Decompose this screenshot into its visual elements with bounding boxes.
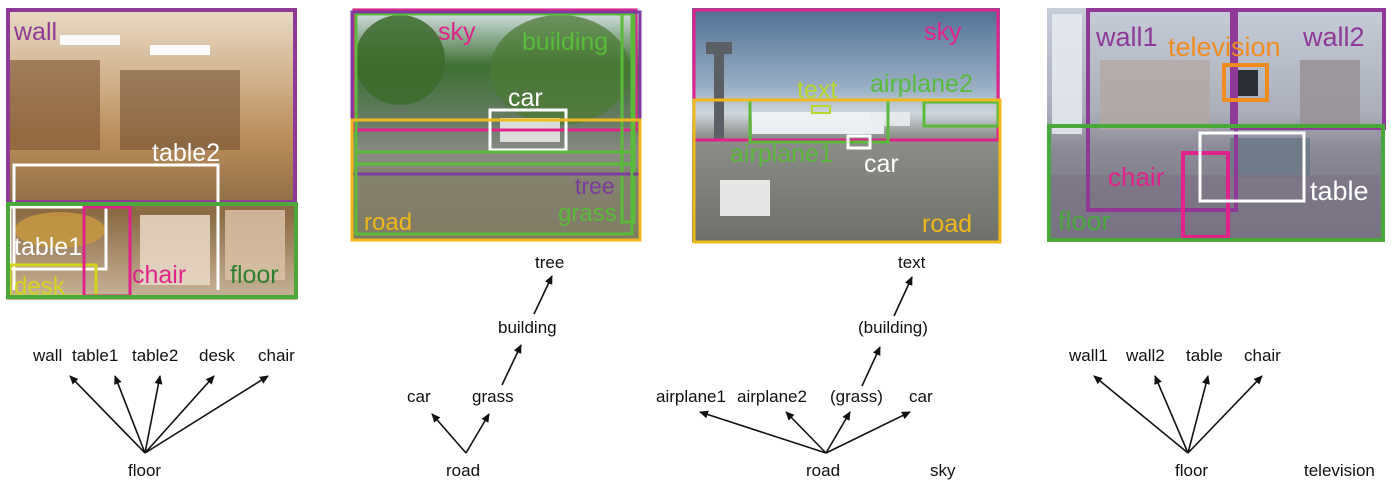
node-table2: table2 (132, 346, 178, 365)
node-wall1: wall1 (1068, 346, 1108, 365)
panel-street: sky building car tree grass road (350, 8, 642, 242)
node-road: road (446, 461, 480, 480)
edge-road-car (431, 413, 467, 454)
label-road: road (364, 209, 412, 236)
label-airplane2: airplane2 (870, 70, 973, 98)
label-chair: chair (1108, 162, 1165, 192)
box-floor (1047, 124, 1385, 242)
label-wall: wall (13, 18, 57, 46)
box-road (350, 118, 642, 242)
label-floor: floor (230, 261, 279, 289)
edge-road-airplane1 (699, 410, 827, 454)
node-chair: chair (1244, 346, 1281, 365)
label-floor: floor (1058, 206, 1111, 236)
node-sky: sky (930, 461, 956, 480)
node-airplane2: airplane2 (737, 387, 807, 406)
box-tree (350, 10, 642, 176)
label-tree: tree (575, 173, 615, 199)
edge-road-grass (825, 411, 851, 454)
node-wall2: wall2 (1125, 346, 1165, 365)
node-television: television (1304, 461, 1375, 480)
edge-road-car (825, 411, 911, 454)
box-sky (692, 8, 1000, 142)
edge-floor-desk (144, 375, 215, 454)
photo-bookstore (6, 8, 297, 300)
label-chair: chair (132, 261, 186, 289)
label-building: building (522, 28, 608, 56)
edge-floor-wall1 (1093, 375, 1189, 454)
label-sky: sky (924, 18, 962, 46)
node-airplane1: airplane1 (656, 387, 726, 406)
label-television: television (1168, 32, 1281, 62)
edge-road-grass (465, 413, 490, 454)
node-tree: tree (535, 253, 564, 272)
box-car (846, 134, 872, 150)
box-television (1222, 63, 1269, 102)
edge-floor-table2 (144, 375, 163, 454)
panel-bookstore: wall table2 table1 desk chair floor (6, 8, 298, 300)
box-table (1198, 131, 1306, 203)
label-table: table (1310, 176, 1369, 206)
tree-bookstore: wall table1 table2 desk chair floor (32, 346, 295, 480)
node-chair: chair (258, 346, 295, 365)
box-airplane2 (922, 100, 1000, 128)
edge-grass-building (861, 346, 881, 387)
box-floor (6, 202, 298, 299)
label-wall2: wall2 (1302, 22, 1365, 52)
label-table2: table2 (152, 139, 220, 167)
label-airplane1: airplane1 (730, 140, 833, 168)
node-car: car (909, 387, 933, 406)
box-grass (354, 150, 634, 236)
box-text (811, 105, 831, 114)
edge-floor-wall (69, 375, 146, 454)
label-sky: sky (438, 18, 476, 46)
tree-street: tree building car grass road (407, 253, 564, 480)
tree-livingroom: wall1 wall2 table chair floor television (1068, 346, 1375, 480)
box-sky (352, 8, 638, 132)
label-desk: desk (14, 273, 66, 300)
node-grass: grass (472, 387, 514, 406)
edge-floor-chair (144, 375, 269, 454)
edge-building-text (893, 276, 913, 317)
panel-livingroom: wall1 wall2 television chair table floor (1047, 8, 1386, 242)
panel-airport: sky text airplane2 airplane1 car road (692, 8, 1002, 244)
node-desk: desk (199, 346, 235, 365)
node-table: table (1186, 346, 1223, 365)
label-road: road (922, 210, 972, 238)
node-road: road (806, 461, 840, 480)
node-building: (building) (858, 318, 928, 337)
box-chair (1181, 151, 1230, 239)
node-floor: floor (128, 461, 161, 480)
node-building: building (498, 318, 557, 337)
label-table1: table1 (14, 233, 82, 261)
photo-street (352, 8, 640, 240)
node-floor: floor (1175, 461, 1208, 480)
node-table1: table1 (72, 346, 118, 365)
box-road (692, 98, 1002, 244)
edge-floor-wall2 (1154, 375, 1189, 454)
box-car (488, 108, 568, 152)
node-car: car (407, 387, 431, 406)
edge-floor-table (1187, 375, 1210, 454)
box-building (354, 12, 634, 166)
edge-floor-table1 (114, 375, 146, 454)
edge-building-tree (533, 275, 553, 315)
box-wall1 (1086, 8, 1238, 212)
label-wall1: wall1 (1095, 22, 1158, 52)
label-car: car (508, 84, 543, 112)
edge-grass-building (501, 344, 522, 386)
node-grass: (grass) (830, 387, 883, 406)
edge-road-airplane2 (785, 411, 827, 454)
box-table2 (12, 163, 220, 290)
edge-floor-chair (1187, 375, 1263, 454)
tree-airport: text (building) airplane1 airplane2 (gra… (656, 253, 956, 480)
node-text: text (898, 253, 926, 272)
node-wall: wall (32, 346, 62, 365)
label-grass: grass (558, 200, 617, 227)
label-car: car (864, 150, 899, 178)
label-text: text (797, 76, 837, 104)
